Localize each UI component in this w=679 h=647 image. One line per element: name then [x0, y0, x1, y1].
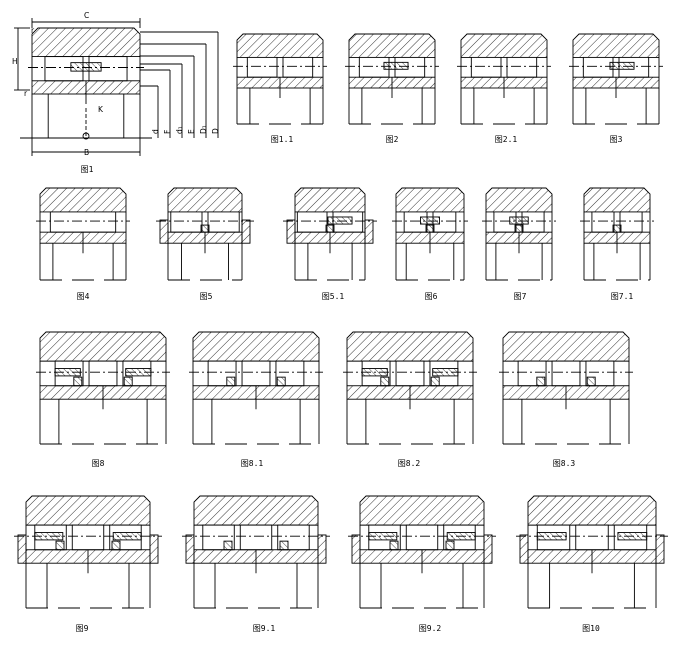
drawing-fig9-2 [348, 495, 496, 609]
caption-fig9-1: 图9.1 [252, 624, 276, 633]
dim-h: H [12, 57, 18, 66]
caption-fig2: 图2 [385, 135, 399, 144]
drawing-fig5-1 [283, 187, 377, 281]
caption-fig8: 图8 [91, 459, 105, 468]
caption-fig8-3: 图8.3 [552, 459, 576, 468]
dim-d-outer1: D₁ [199, 125, 208, 134]
caption-fig9-2: 图9.2 [418, 624, 442, 633]
drawing-fig9-1 [182, 495, 330, 609]
drawing-fig9 [14, 495, 162, 609]
drawing-fig8 [36, 331, 170, 445]
drawing-fig8-2 [343, 331, 477, 445]
dim-r-top: r [31, 26, 35, 35]
caption-fig5: 图5 [199, 292, 213, 301]
caption-fig6: 图6 [424, 292, 438, 301]
figure-1-dimension-lines [14, 18, 219, 156]
caption-fig1: 图1 [80, 165, 94, 174]
drawing-fig5 [156, 187, 254, 281]
drawing-fig10 [516, 495, 668, 609]
dim-d: d [151, 129, 160, 134]
caption-fig4: 图4 [76, 292, 90, 301]
dim-c: C [84, 11, 89, 20]
caption-fig10: 图10 [582, 624, 600, 633]
drawing-fig8-3 [499, 331, 633, 445]
drawing-fig7-1 [580, 187, 654, 281]
drawing-fig4 [36, 187, 130, 281]
drawing-fig2-1 [457, 33, 551, 125]
caption-fig3: 图3 [609, 135, 623, 144]
caption-fig2-1: 图2.1 [494, 135, 518, 144]
caption-fig7: 图7 [513, 292, 527, 301]
dim-k: K [98, 105, 104, 114]
drawing-fig8-1 [189, 331, 323, 445]
dim-r-left: r [24, 89, 28, 98]
caption-fig7-1: 图7.1 [610, 292, 634, 301]
caption-fig8-1: 图8.1 [240, 459, 264, 468]
drawing-fig1 [28, 27, 144, 139]
figure-1-dimensions: C H r r K B d F d₁ E D₁ D [12, 11, 220, 157]
dim-f: F [163, 130, 172, 134]
drawing-fig3 [569, 33, 663, 125]
drawing-fig6 [392, 187, 468, 281]
drawing-fig2 [345, 33, 439, 125]
caption-fig8-2: 图8.2 [397, 459, 421, 468]
dim-e: E [187, 129, 196, 134]
dim-b: B [84, 148, 89, 157]
caption-fig9: 图9 [75, 624, 89, 633]
drawing-fig1-1 [233, 33, 327, 125]
drawing-fig7 [482, 187, 556, 281]
caption-fig1-1: 图1.1 [270, 135, 294, 144]
caption-fig5-1: 图5.1 [321, 292, 345, 301]
dim-d-outer: D [211, 128, 220, 134]
dim-d1: d₁ [175, 126, 184, 134]
